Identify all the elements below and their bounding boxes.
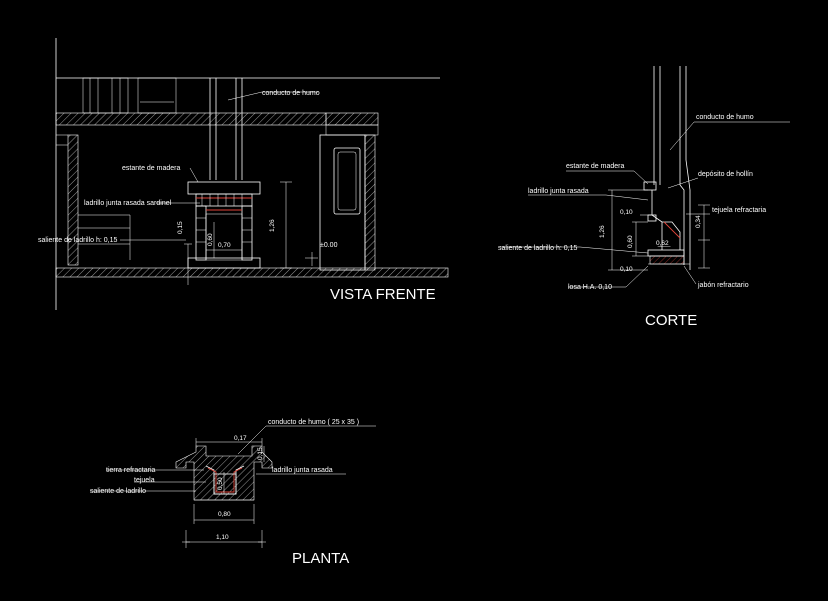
vf-title: VISTA FRENTE bbox=[330, 286, 436, 303]
vf-door-frame bbox=[319, 134, 366, 271]
corte-dimensions bbox=[608, 189, 710, 271]
planta-refractory bbox=[207, 467, 243, 493]
corte-dim-062: 0̲,̲6̲2̲ bbox=[656, 240, 671, 247]
vf-mantel-shelf bbox=[187, 181, 261, 195]
planta-label-tierra: tierra refractaria bbox=[106, 467, 156, 474]
vf-label-conducto: conducto de humo bbox=[262, 90, 320, 97]
vista-frente-view: conducto de humo estante de madera ladri… bbox=[38, 38, 449, 310]
corte-label-losa: losa H.A. 0,10 bbox=[568, 284, 612, 291]
planta-dimensions bbox=[182, 438, 266, 548]
vf-chimney-duct bbox=[209, 78, 243, 180]
planta-dim-017: 0,17 bbox=[234, 435, 247, 442]
vf-leader-estante bbox=[189, 167, 199, 183]
planta-view: conducto de humo ( 25 x 35 ) ladrillo ju… bbox=[90, 419, 376, 567]
corte-label-jabon: jabón refractario bbox=[697, 282, 749, 289]
planta-dim-015: 0,15 bbox=[257, 447, 264, 460]
vf-leader-conducto bbox=[227, 91, 263, 101]
vf-hearth bbox=[187, 257, 261, 269]
corte-label-conducto: conducto de humo bbox=[696, 114, 754, 121]
corte-label-deposito: depósito de hollín bbox=[698, 171, 753, 178]
vf-label-ladrillo: ladrillo junta rasada sardinel bbox=[84, 200, 172, 207]
planta-hearth bbox=[213, 473, 237, 495]
vf-left-wall bbox=[67, 134, 79, 266]
corte-leader-conducto bbox=[669, 121, 695, 151]
vf-ceiling-slab bbox=[55, 112, 327, 126]
planta-title: PLANTA bbox=[292, 550, 349, 567]
vf-left-steps bbox=[78, 214, 131, 260]
corte-base-slab bbox=[649, 255, 685, 265]
corte-label-estante: estante de madera bbox=[566, 163, 624, 170]
vf-floor-slab bbox=[55, 267, 449, 278]
vf-dormer-slab bbox=[325, 112, 379, 126]
vf-label-estante: estante de madera bbox=[122, 165, 180, 172]
vf-dormer-edge bbox=[325, 124, 379, 136]
vf-upper-window bbox=[82, 77, 177, 114]
corte-back-wall bbox=[685, 159, 691, 270]
vf-dim-126: 1,26 bbox=[269, 219, 276, 232]
corte-leader-jabon bbox=[683, 265, 697, 285]
planta-label-saliente: saliente de ladrillo bbox=[90, 488, 146, 495]
vf-dim-070: 0,70 bbox=[218, 242, 231, 249]
planta-dim-080: 0,80 bbox=[218, 511, 231, 518]
corte-dim-060: 0,60 bbox=[627, 235, 634, 248]
vf-door-panel bbox=[333, 147, 361, 215]
corte-dim-010a: 0,10 bbox=[620, 209, 633, 216]
planta-dim-050: 0,50 bbox=[217, 477, 224, 490]
corte-leader-deposito bbox=[667, 177, 699, 189]
corte-dim-010b: 0,10 bbox=[620, 266, 633, 273]
planta-label-tejuela: tejuela bbox=[134, 477, 155, 484]
corte-dim-034: 0,34 bbox=[695, 215, 702, 228]
corte-label-tejuela: tejuela refractaria bbox=[712, 207, 766, 214]
vf-right-wall bbox=[364, 134, 376, 271]
planta-dim-110: 1,10 bbox=[216, 534, 229, 541]
corte-label-saliente: saliente de ladrillo h: 0,15 bbox=[498, 245, 577, 252]
corte-dim-126: 1,26 bbox=[599, 225, 606, 238]
planta-leader-conducto bbox=[237, 425, 267, 455]
corte-label-ladrillo: ladrillo junta rasada bbox=[528, 188, 589, 195]
corte-mantel bbox=[643, 181, 657, 191]
corte-title: CORTE bbox=[645, 312, 697, 329]
planta-label-ladrillo: ladrillo junta rasada bbox=[272, 467, 333, 474]
vf-label-saliente: saliente de ladrillo h: 0,15 bbox=[38, 237, 117, 244]
corte-view: conducto de humo estante de madera depós… bbox=[498, 66, 790, 329]
vf-fireplace bbox=[187, 181, 261, 269]
vf-dim-015: 0,15 bbox=[177, 221, 184, 234]
vf-dim-060: 0,60 bbox=[207, 233, 214, 246]
planta-label-conducto: conducto de humo ( 25 x 35 ) bbox=[268, 419, 359, 426]
vf-level-mark: ±0.00 bbox=[320, 242, 338, 249]
vf-dimensions bbox=[120, 181, 318, 285]
